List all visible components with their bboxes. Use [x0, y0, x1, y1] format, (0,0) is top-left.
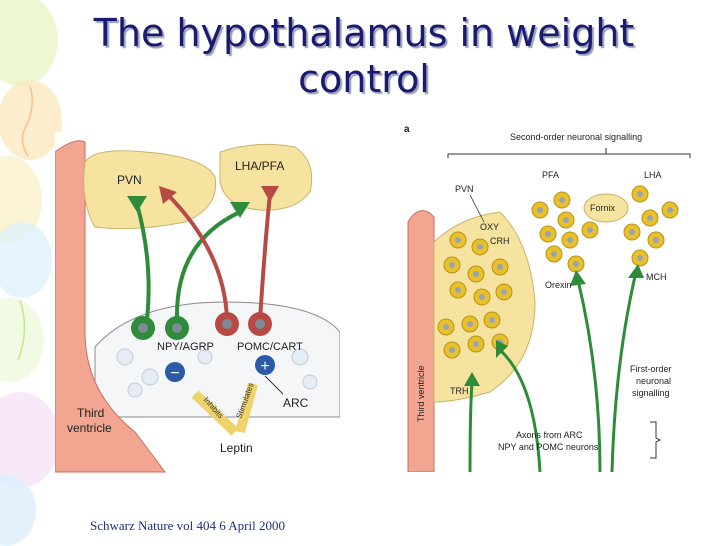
axons-label-2: NPY and POMC neurons: [498, 442, 599, 452]
arrowhead-pfa: [570, 270, 586, 286]
fornix-label: Fornix: [590, 203, 616, 213]
npy-agrp-label: NPY/AGRP: [157, 341, 214, 353]
crh-label: CRH: [490, 236, 510, 246]
panel-letter: a: [404, 124, 410, 135]
arrowhead-pvn-2: [496, 340, 508, 358]
pfa-label: PFA: [542, 170, 559, 180]
mch-label: MCH: [646, 272, 667, 282]
lha-label: LHA: [644, 170, 662, 180]
leptin-inhibit-arrow: [191, 390, 239, 436]
first-order-bracket: [650, 421, 662, 459]
pvn-pointer: [469, 194, 485, 223]
first-order-label-3: signalling: [632, 388, 670, 398]
minus-sign: −: [170, 365, 179, 382]
red-axon-to-pvn: [165, 192, 229, 321]
stimulate-badge: [255, 355, 275, 375]
npy-agrp-neurons: [131, 316, 189, 340]
decorative-balloons: [0, 0, 62, 546]
leptin-stimulate-arrow: [235, 382, 258, 434]
pomc-cart-label: POMC/CART: [237, 341, 303, 353]
title-line-2: control: [298, 57, 430, 101]
title-line-1: The hypothalamus in weight: [93, 11, 635, 55]
arc-label: ARC: [283, 396, 309, 410]
pomc-cart-neurons: [215, 312, 272, 336]
left-hypothalamus-diagram: − + PVN LHA/PFA NPY/AGRP POMC/CART ARC I…: [55, 132, 340, 477]
plus-sign: +: [260, 358, 269, 375]
arc-background-cells: [116, 348, 318, 398]
fornix-shape: [583, 193, 629, 223]
pvn-region: [83, 150, 217, 230]
arrowhead-pvn-1: [464, 372, 480, 386]
axons-label-1: Axons from ARC: [516, 430, 583, 440]
first-order-label-2: neuronal: [636, 376, 671, 386]
inhibit-badge: [165, 362, 185, 382]
green-arrowhead-pvn: [127, 196, 147, 212]
yellow-cell-nuclei: [443, 191, 673, 353]
third-ventricle-shape: [55, 140, 166, 473]
third-ventricle-label-1: Third: [77, 406, 104, 420]
second-order-bracket: [447, 148, 691, 158]
second-order-label: Second-order neuronal signalling: [510, 132, 642, 142]
slide-title: The hypothalamus in weight control: [0, 10, 728, 102]
red-axon-to-lha: [258, 193, 272, 321]
red-arrowhead-pvn: [159, 186, 177, 204]
pvn-label: PVN: [117, 173, 142, 187]
pvn-label-right: PVN: [455, 184, 474, 194]
axon-to-lha: [610, 271, 638, 472]
right-hypothalamus-diagram: a Second-order neuronal signalling Third…: [404, 124, 691, 472]
third-ventricle-vertical: Third ventricle: [416, 365, 426, 422]
green-arrowhead-lha: [230, 202, 250, 218]
third-ventricle-strip: [407, 210, 435, 472]
axon-to-pfa: [576, 279, 602, 472]
lha-pfa-region: [219, 143, 313, 211]
pvn-region-right: [433, 211, 536, 403]
trh-label: TRH: [450, 386, 469, 396]
citation: Schwarz Nature vol 404 6 April 2000: [90, 518, 285, 533]
green-axon-to-pvn: [135, 203, 151, 321]
first-order-label-1: First-order: [630, 364, 672, 374]
red-arrowhead-lha: [261, 186, 279, 202]
oxy-label: OXY: [480, 222, 499, 232]
arc-pointer-line: [264, 375, 284, 395]
lha-pfa-label: LHA/PFA: [235, 159, 284, 173]
axon-to-pvn-2: [498, 348, 542, 472]
third-ventricle-label-2: ventricle: [67, 421, 112, 435]
axon-to-pvn-1: [468, 381, 474, 472]
green-axon-to-lha: [174, 210, 241, 321]
arrowhead-lha: [628, 264, 644, 278]
orexin-label: Orexin: [545, 280, 572, 290]
leptin-label: Leptin: [220, 441, 253, 455]
